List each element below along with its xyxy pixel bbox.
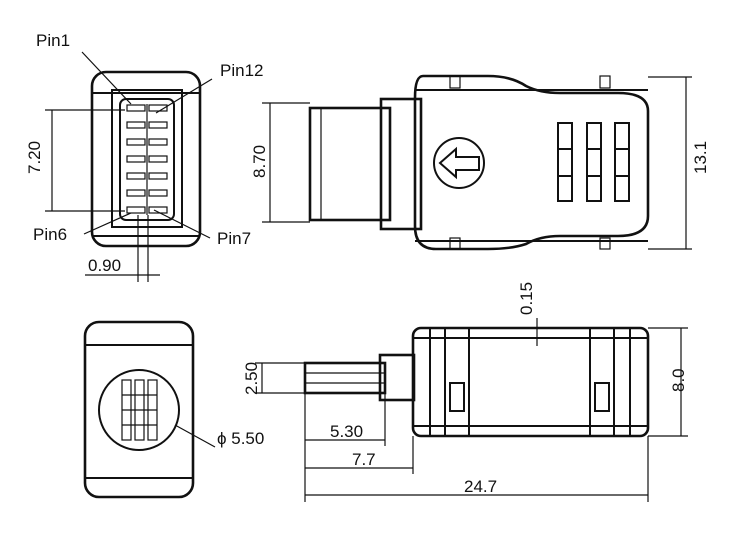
socket-cavity: [119, 98, 175, 221]
pin-array: [126, 104, 168, 214]
pin6-label: Pin6: [33, 225, 67, 244]
plug-length-dim: 5.30: [330, 422, 363, 441]
arrow-badge: [433, 137, 485, 189]
plug-height-dim: 8.70: [250, 145, 269, 178]
left-arrow-icon: [438, 146, 480, 180]
plug-to-body-dim: 7.7: [352, 450, 376, 469]
gap-dim: 0.15: [517, 282, 536, 315]
grip-slots: [557, 122, 630, 202]
rear-view: ϕ 5.50: [83, 320, 264, 499]
side-view: 8.70 13.1: [250, 74, 710, 251]
front-view-outline: [90, 70, 202, 248]
overall-length-dim: 24.7: [464, 477, 497, 496]
socket-frame: [111, 89, 183, 228]
cable-diameter-dim: ϕ 5.50: [217, 429, 264, 448]
rear-view-outline: [83, 320, 195, 499]
top-view-housing: [411, 326, 650, 438]
cable-entry-circle: [98, 369, 180, 451]
clip-bands: [429, 327, 631, 437]
pin12-label: Pin12: [220, 61, 263, 80]
top-view: 0.15 2.50 8.0 5.30 7.7 24.7: [242, 282, 688, 502]
body-height-dim: 13.1: [691, 141, 710, 174]
plug-collar: [379, 97, 423, 231]
plug-thickness-dim: 2.50: [242, 362, 261, 395]
pin7-label: Pin7: [217, 229, 251, 248]
pin-pitch-dim: 0.90: [88, 256, 121, 275]
side-view-housing: [413, 74, 650, 251]
plug-tongue: [308, 106, 392, 222]
front-view: Pin1 Pin12 Pin6 Pin7 7.20 0.90: [25, 31, 263, 282]
pin-span-dim: 7.20: [25, 141, 44, 174]
pin1-label: Pin1: [36, 31, 70, 50]
top-plug-tongue: [303, 361, 387, 395]
cable-strain-relief: [121, 379, 158, 441]
body-thickness-dim: 8.0: [669, 368, 688, 392]
